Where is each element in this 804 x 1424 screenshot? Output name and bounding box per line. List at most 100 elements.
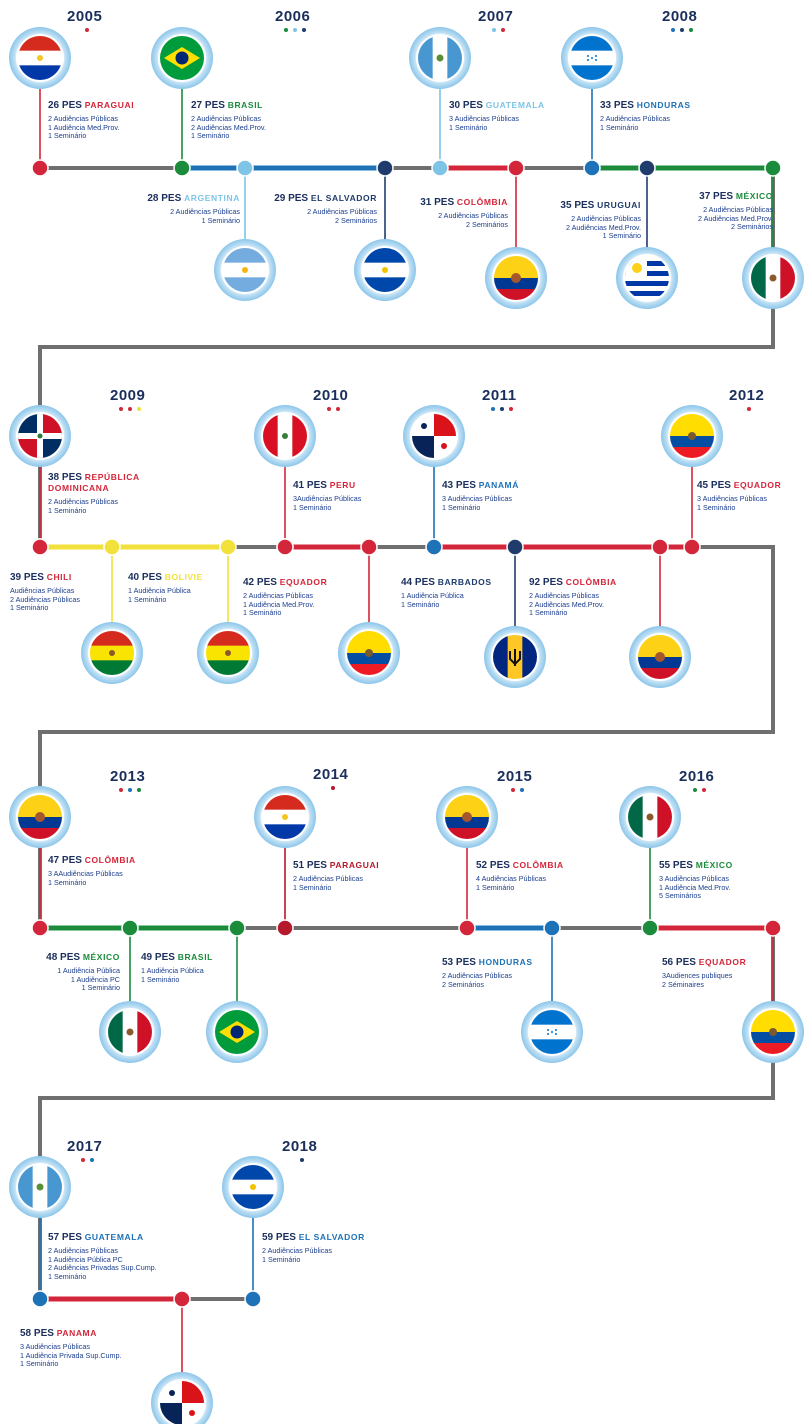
event-node: [506, 538, 524, 556]
event-detail-line: 3 Audiências Públicas: [442, 494, 512, 503]
year-dot: [137, 788, 141, 792]
mexico-flag: [108, 1010, 152, 1054]
year-dot: [85, 28, 89, 32]
mexico-flag: [628, 795, 672, 839]
event-detail-line: 2 Audiências Públicas: [48, 114, 118, 123]
event-detail-line: 2 Audiências Públicas: [442, 971, 512, 980]
event-detail-line: 2 Audiências Públicas: [48, 1246, 118, 1255]
honduras-flag: [570, 36, 614, 80]
event-detail-line: 1 Seminário: [262, 1254, 301, 1264]
event-node: [236, 159, 254, 177]
year-dots: [331, 786, 335, 790]
event-node: [543, 919, 561, 937]
event-detail-line: 1 Seminário: [141, 974, 180, 984]
event-number: 35 PES: [560, 200, 598, 211]
year-dots: [747, 407, 751, 411]
event-title: 28 PES ARGENTINA: [40, 193, 240, 204]
event-detail-line: Audiências Públicas: [10, 586, 75, 595]
event-node: [507, 159, 525, 177]
event-detail-line: 2 Audiências Privadas Sup.Cump.: [48, 1263, 157, 1273]
event-detail-line: 2 Audiências Públicas: [10, 594, 80, 604]
event-detail-line: 1 Seminário: [48, 1271, 87, 1281]
year-dots: [692, 788, 706, 792]
event-number: 56 PES: [662, 957, 699, 968]
event-detail-line: 1 Audiência Pública PC: [48, 1254, 123, 1264]
panama-flag: [412, 414, 456, 458]
event-title: 30 PES GUATEMALA: [449, 100, 649, 111]
year-label: 2010: [313, 387, 349, 404]
event-country: EQUADOR: [698, 957, 747, 967]
year-dots: [671, 28, 693, 32]
colombia-flag: [494, 256, 538, 300]
event-detail-line: 2 Audiências Med.Prov.: [698, 213, 773, 223]
year-dot: [119, 407, 123, 411]
event-title: 49 PES BRASIL: [141, 952, 341, 963]
event-title: 58 PES PANAMA: [20, 1328, 220, 1339]
event-title: 57 PES GUATEMALA: [48, 1232, 248, 1243]
event-detail-line: 1 Seminário: [293, 882, 332, 892]
event-detail-line: 1 Audiência Pública: [128, 586, 191, 595]
ecuador-flag: [751, 1010, 795, 1054]
event-number: 45 PES: [697, 480, 734, 491]
event-detail-line: 1 Seminário: [191, 131, 230, 141]
event-node: [583, 159, 601, 177]
event-node: [31, 538, 49, 556]
event-detail-line: 1 Seminário: [201, 215, 240, 225]
event-detail-line: 2 Audiências Públicas: [571, 214, 641, 223]
event-node: [276, 538, 294, 556]
event-title: 52 PES COLÔMBIA: [476, 860, 676, 871]
event-node: [219, 538, 237, 556]
event-detail-line: 1 Seminário: [442, 502, 481, 512]
event-country: BOLIVIE: [164, 572, 203, 582]
event-node: [244, 1290, 262, 1308]
year-label: 2009: [110, 387, 146, 404]
event-number: 49 PES: [141, 952, 178, 963]
year-dot: [689, 28, 693, 32]
event-title: 35 PES URUGUAI: [441, 200, 641, 211]
event-number: 59 PES: [262, 1232, 299, 1243]
event-detail-line: 3 AAudiências Públicas: [48, 869, 123, 878]
year-dots: [491, 407, 513, 411]
event-number: 51 PES: [293, 860, 330, 871]
event-number: 31 PES: [420, 197, 457, 208]
event-detail-line: 3Audiências Públicas: [293, 494, 362, 503]
year-dot: [500, 28, 505, 32]
event-node: [764, 919, 782, 937]
event-number: 53 PES: [442, 957, 479, 968]
event-node: [173, 1290, 191, 1308]
event-number: 27 PES: [191, 100, 228, 111]
year-dots: [80, 1158, 94, 1162]
year-dots: [491, 28, 505, 32]
event-detail-line: 2 Séminaires: [662, 979, 704, 989]
event-detail-line: 2 Seminários: [731, 222, 773, 232]
guatemala-flag: [418, 36, 462, 80]
event-detail-line: 1 Audiência Pública: [401, 591, 464, 600]
year-dot: [500, 407, 504, 411]
year-dot: [128, 407, 132, 411]
event-number: 42 PES: [243, 577, 280, 588]
event-detail-line: 2 Audiências Med.Prov.: [566, 222, 641, 232]
event-detail-line: 2 Audiências Públicas: [293, 874, 363, 883]
uruguay-flag: [625, 256, 669, 300]
event-title: 39 PES CHILI: [10, 572, 210, 583]
event-detail-line: 2 Audiências Públicas: [170, 207, 240, 216]
